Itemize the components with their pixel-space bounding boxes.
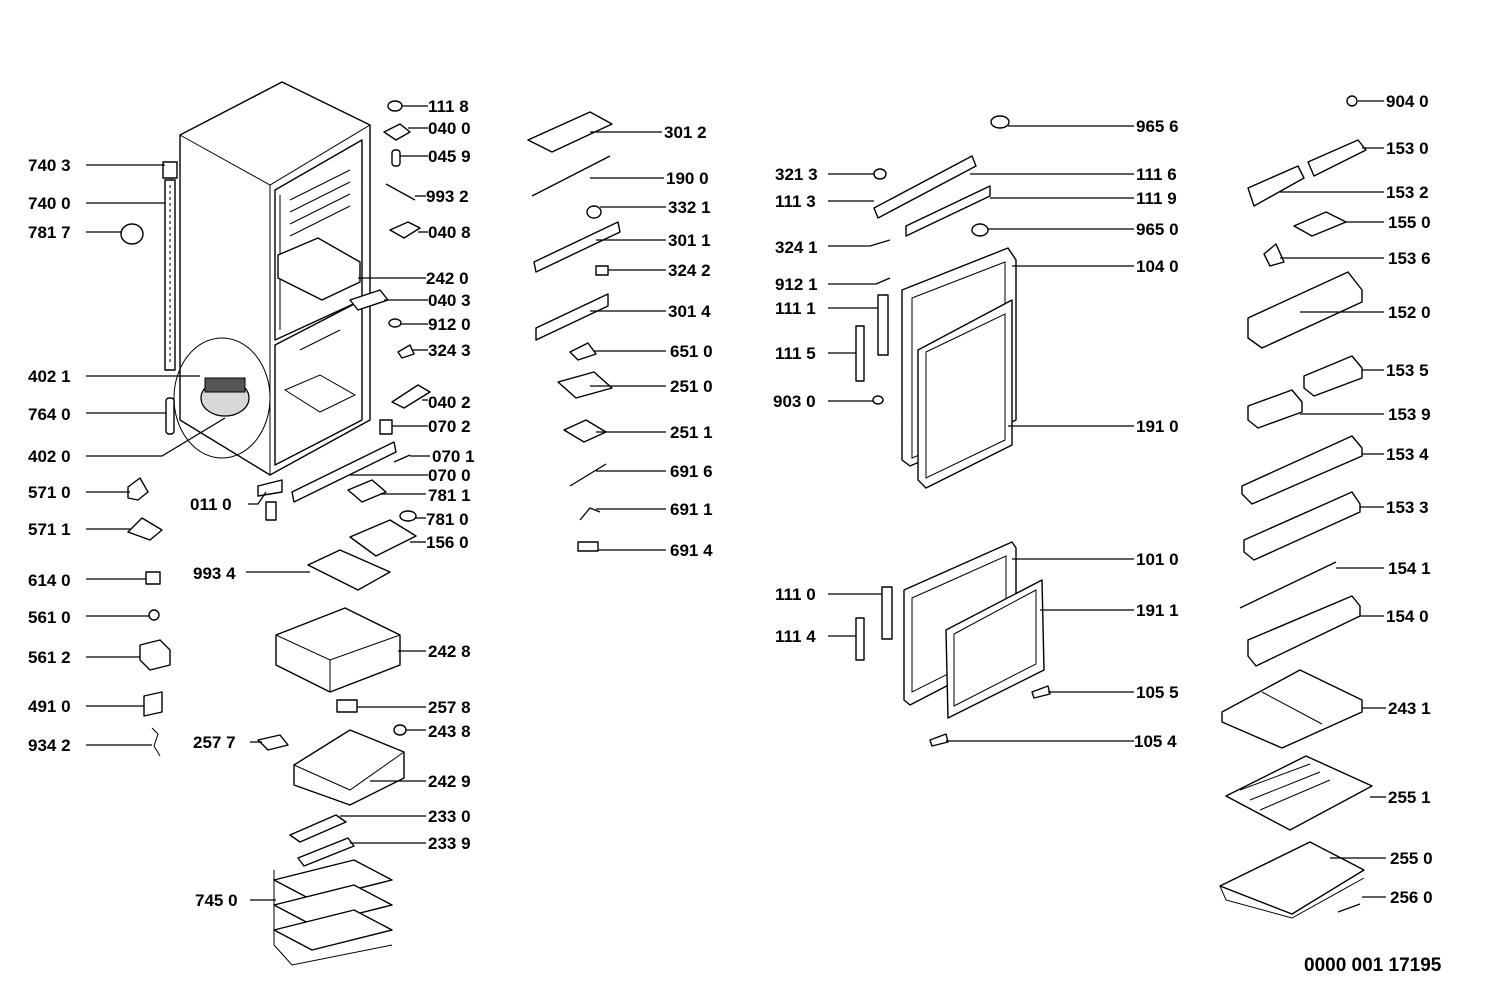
part-label-9934: 993 4 bbox=[193, 564, 236, 583]
part-label-1532: 153 2 bbox=[1386, 183, 1429, 202]
part-label-7817: 781 7 bbox=[28, 223, 71, 242]
part-label-2339: 233 9 bbox=[428, 834, 471, 853]
part-label-1111: 111 1 bbox=[775, 299, 816, 318]
part-label-0408: 040 8 bbox=[428, 223, 471, 242]
part-label-5610: 561 0 bbox=[28, 608, 71, 627]
part-label-3243: 324 3 bbox=[428, 341, 471, 360]
part-label-0403: 040 3 bbox=[428, 291, 471, 310]
part-label-1541: 154 1 bbox=[1388, 559, 1431, 578]
part-label-0701: 070 1 bbox=[432, 447, 475, 466]
part-label-9121: 912 1 bbox=[775, 275, 818, 294]
leader-lines bbox=[86, 100, 1386, 901]
part-label-0400: 040 0 bbox=[428, 119, 471, 138]
part-label-1910: 191 0 bbox=[1136, 417, 1179, 436]
part-labels: 111 8 040 0 045 9 993 2 040 8 242 0 040 … bbox=[28, 92, 1442, 976]
part-label-9120: 912 0 bbox=[428, 315, 471, 334]
part-label-1540: 154 0 bbox=[1386, 607, 1429, 626]
part-label-2551: 255 1 bbox=[1388, 788, 1431, 807]
part-label-2550: 255 0 bbox=[1390, 849, 1433, 868]
part-label-2578: 257 8 bbox=[428, 698, 471, 717]
part-label-1114: 111 4 bbox=[775, 627, 816, 646]
part-label-5711: 571 1 bbox=[28, 520, 71, 539]
part-label-5710: 571 0 bbox=[28, 483, 71, 502]
part-label-0459: 045 9 bbox=[428, 147, 471, 166]
part-label-6911: 691 1 bbox=[670, 500, 713, 519]
part-label-1535: 153 5 bbox=[1386, 361, 1429, 380]
part-label-2429: 242 9 bbox=[428, 772, 471, 791]
part-label-2577: 257 7 bbox=[193, 733, 236, 752]
door-bins-and-shelves bbox=[1219, 95, 1373, 919]
part-label-2438: 243 8 bbox=[428, 722, 471, 741]
part-label-1054: 105 4 bbox=[1134, 732, 1177, 751]
part-label-7403: 740 3 bbox=[28, 156, 71, 175]
part-label-7640: 764 0 bbox=[28, 405, 71, 424]
hinge-column-parts bbox=[527, 111, 621, 552]
part-label-3242: 324 2 bbox=[668, 261, 711, 280]
part-label-1113: 111 3 bbox=[775, 192, 816, 211]
part-label-1110: 111 0 bbox=[775, 585, 816, 604]
part-label-3213: 321 3 bbox=[775, 165, 818, 184]
part-label-1900: 190 0 bbox=[666, 169, 709, 188]
part-label-1533: 153 3 bbox=[1386, 498, 1429, 517]
part-label-5612: 561 2 bbox=[28, 648, 71, 667]
part-label-1010: 101 0 bbox=[1136, 550, 1179, 569]
part-label-7400: 740 0 bbox=[28, 194, 71, 213]
center-left-parts bbox=[273, 100, 431, 966]
part-label-4910: 491 0 bbox=[28, 697, 71, 716]
part-label-2511: 251 1 bbox=[670, 423, 713, 442]
part-label-1119: 111 9 bbox=[1136, 189, 1177, 208]
part-label-0700: 070 0 bbox=[428, 466, 471, 485]
part-label-1560: 156 0 bbox=[426, 533, 469, 552]
part-label-2510: 251 0 bbox=[670, 377, 713, 396]
fridge-door-drawing bbox=[855, 115, 1017, 489]
part-label-1536: 153 6 bbox=[1388, 249, 1431, 268]
part-label-1534: 153 4 bbox=[1386, 445, 1429, 464]
part-label-7450: 745 0 bbox=[195, 891, 238, 910]
part-label-6510: 651 0 bbox=[670, 342, 713, 361]
part-label-3011: 301 1 bbox=[668, 231, 711, 250]
part-label-7810: 781 0 bbox=[426, 510, 469, 529]
part-label-4020: 402 0 bbox=[28, 447, 71, 466]
part-label-2330: 233 0 bbox=[428, 807, 471, 826]
part-label-2420: 242 0 bbox=[426, 269, 469, 288]
part-label-1550: 155 0 bbox=[1388, 213, 1431, 232]
part-label-9030: 903 0 bbox=[773, 392, 816, 411]
part-label-1911: 191 1 bbox=[1136, 601, 1179, 620]
freezer-door-drawing bbox=[855, 541, 1051, 747]
part-label-9650: 965 0 bbox=[1136, 220, 1179, 239]
part-label-9342: 934 2 bbox=[28, 736, 71, 755]
part-label-2560: 256 0 bbox=[1390, 888, 1433, 907]
part-label-0110: 011 0 bbox=[190, 495, 232, 514]
part-label-4021: 402 1 bbox=[28, 367, 71, 386]
part-label-3014: 301 4 bbox=[668, 302, 711, 321]
part-label-6914: 691 4 bbox=[670, 541, 713, 560]
part-label-1040: 104 0 bbox=[1136, 257, 1179, 276]
part-label-2431: 243 1 bbox=[1388, 699, 1431, 718]
part-label-1539: 153 9 bbox=[1388, 405, 1431, 424]
part-label-0402: 040 2 bbox=[428, 393, 471, 412]
part-label-7811: 781 1 bbox=[428, 486, 471, 505]
part-label-2428: 242 8 bbox=[428, 642, 471, 661]
part-label-0702: 070 2 bbox=[428, 417, 471, 436]
part-label-9040: 904 0 bbox=[1386, 92, 1429, 111]
part-label-6916: 691 6 bbox=[670, 462, 713, 481]
part-label-1520: 152 0 bbox=[1388, 303, 1431, 322]
part-label-1118: 111 8 bbox=[428, 97, 469, 116]
part-label-1115: 111 5 bbox=[775, 344, 816, 363]
part-label-3321: 332 1 bbox=[668, 198, 711, 217]
part-label-1116: 111 6 bbox=[1136, 165, 1177, 184]
wire-shelf-stack bbox=[273, 859, 393, 966]
part-label-3012: 301 2 bbox=[664, 123, 707, 142]
part-label-3241: 324 1 bbox=[775, 238, 818, 257]
drawing-number: 0000 001 17195 bbox=[1304, 955, 1442, 976]
cabinet-body-drawing bbox=[120, 81, 371, 476]
part-label-1530: 153 0 bbox=[1386, 139, 1429, 158]
part-label-9932: 993 2 bbox=[426, 187, 469, 206]
part-label-1055: 105 5 bbox=[1136, 683, 1179, 702]
left-small-parts bbox=[127, 477, 289, 757]
part-label-6140: 614 0 bbox=[28, 571, 71, 590]
part-label-9656: 965 6 bbox=[1136, 117, 1179, 136]
